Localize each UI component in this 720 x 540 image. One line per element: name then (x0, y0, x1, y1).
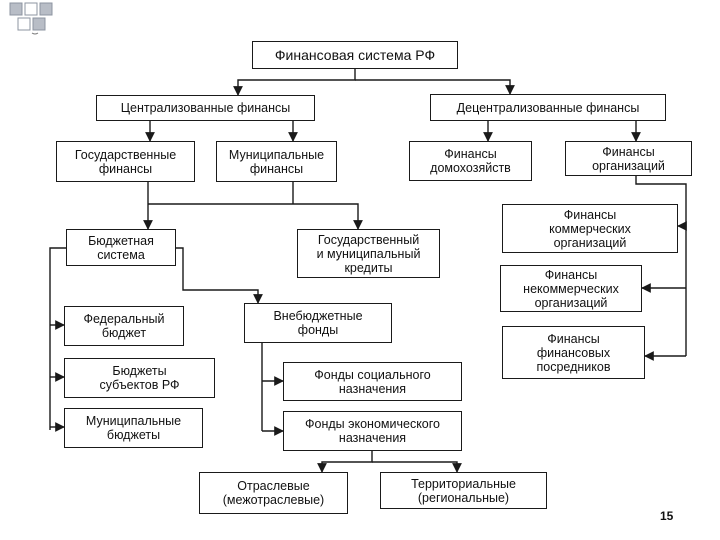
household-finances-node: Финансы домохозяйств (409, 141, 532, 181)
territorial-node: Территориальные (региональные) (380, 472, 547, 509)
municipal-finances-node: Муниципальные финансы (216, 141, 337, 182)
state-finances-node: Государственные финансы (56, 141, 195, 182)
extrabudgetary-funds-node: Внебюджетные фонды (244, 303, 392, 343)
economic-funds-node: Фонды экономического назначения (283, 411, 462, 451)
federal-budget-node: Федеральный бюджет (64, 306, 184, 346)
financial-intermediary-finances-node: Финансы финансовых посредников (502, 326, 645, 379)
sectoral-node: Отраслевые (межотраслевые) (199, 472, 348, 514)
municipal-budgets-node: Муниципальные бюджеты (64, 408, 203, 448)
root-node: Финансовая система РФ (252, 41, 458, 69)
decentralized-node: Децентрализованные финансы (430, 94, 666, 121)
budget-system-node: Бюджетная система (66, 229, 176, 266)
state-municipal-credit-node: Государственный и муниципальный кредиты (297, 229, 440, 278)
noncommercial-org-finances-node: Финансы некоммерческих организаций (500, 265, 642, 312)
commercial-org-finances-node: Финансы коммерческих организаций (502, 204, 678, 253)
decorative-squares (0, 0, 80, 45)
organization-finances-node: Финансы организаций (565, 141, 692, 176)
page-number: 15 (660, 509, 674, 523)
social-funds-node: Фонды социального назначения (283, 362, 462, 401)
subject-budgets-node: Бюджеты субъектов РФ (64, 358, 215, 398)
centralized-node: Централизованные финансы (96, 95, 315, 121)
